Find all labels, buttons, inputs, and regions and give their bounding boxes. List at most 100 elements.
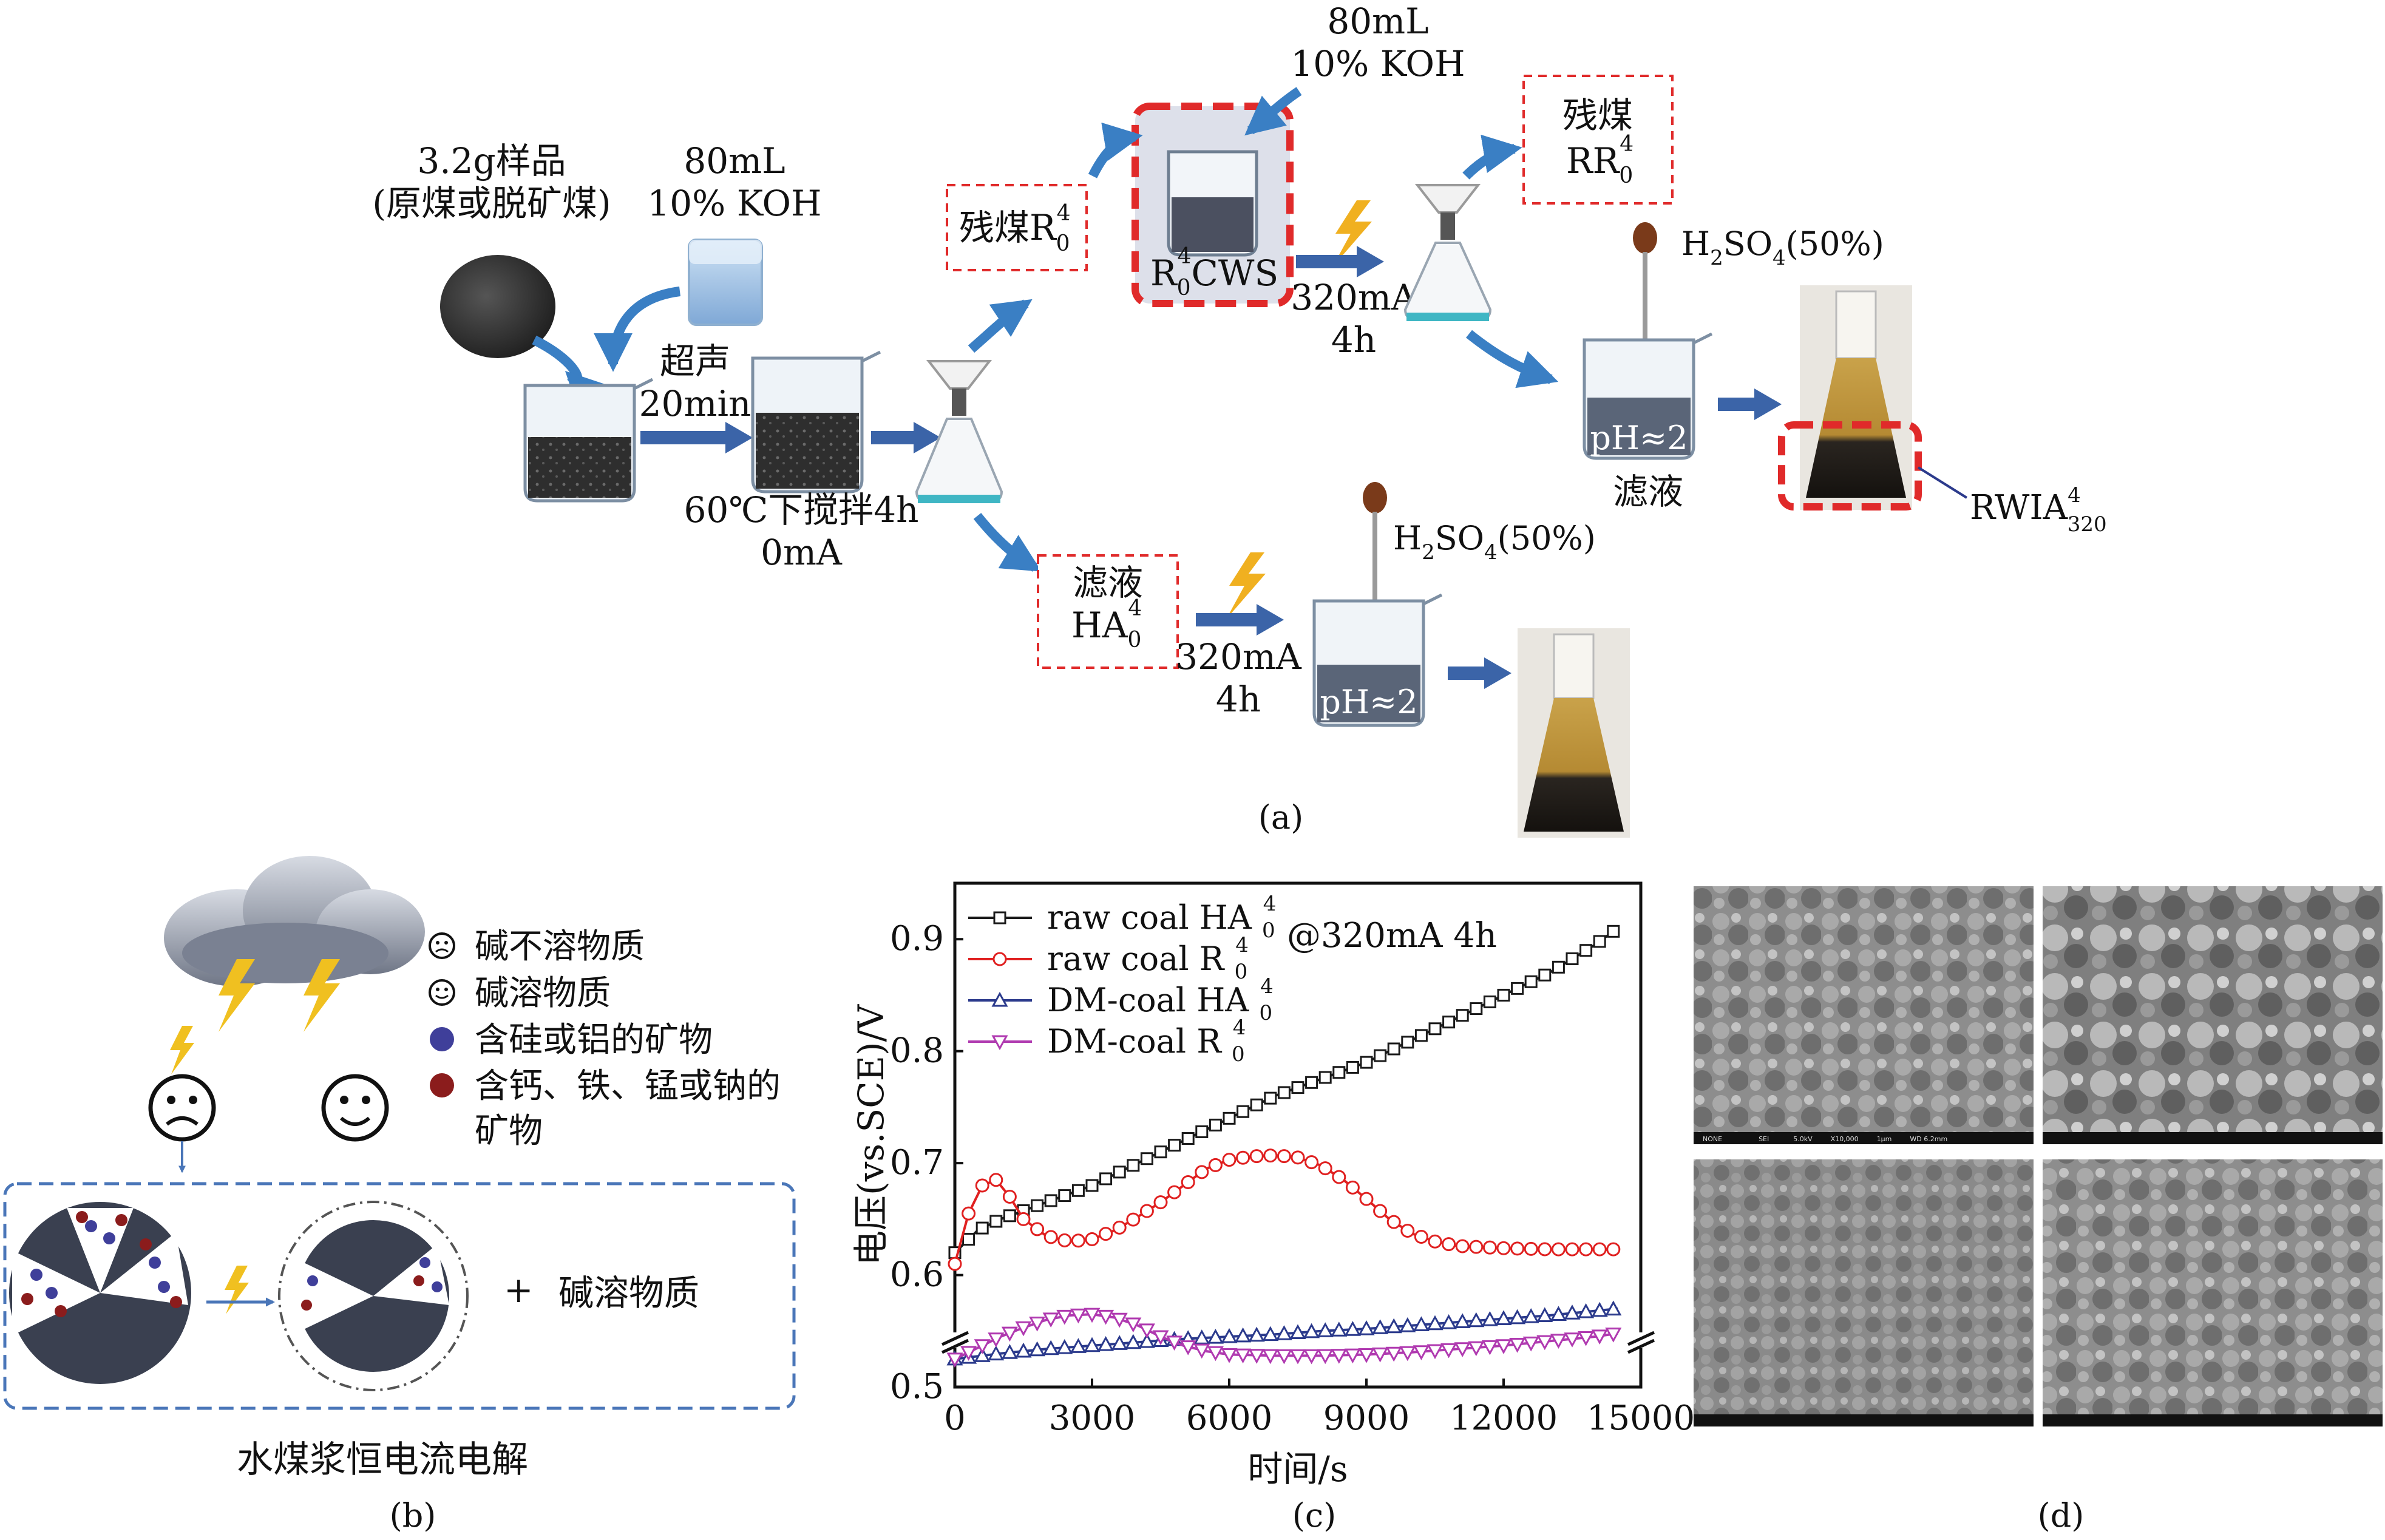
sem-footer-wd: WD 6.2mm [1910,1135,1947,1143]
data-point [1248,1349,1265,1364]
rwia-sup: 4 [2068,483,2081,507]
flow-arrow [1718,398,1757,411]
data-point [1112,1220,1127,1235]
data-point [1414,1229,1428,1244]
data-point [1579,1242,1593,1257]
y-tick-label: 0.7 [890,1143,944,1182]
data-point [1455,1239,1470,1253]
data-point [1317,1349,1334,1365]
flow-arrow [1448,667,1487,680]
data-point [988,1345,1005,1361]
data-point [1400,1224,1415,1238]
data-point [1262,1326,1279,1342]
stir-condition: 60℃下搅拌4h [684,489,919,531]
data-point [1536,1307,1553,1323]
data-point [1153,1195,1168,1210]
ha0-sup: 4 [1128,596,1142,621]
caption-b: (b) [390,1496,436,1535]
svg-text:H2SO4(50%): H2SO4(50%) [1681,225,1884,270]
data-point [946,1352,963,1368]
data-point [1605,1300,1622,1316]
data-point [1385,1318,1402,1334]
data-point [1223,1111,1236,1125]
data-point [1606,1242,1621,1257]
residue-r0-sup: 4 [1057,201,1071,226]
koh-1-volume: 80mL [684,140,785,181]
cws-rest: CWS [1191,253,1278,294]
data-point [1195,1165,1209,1179]
data-point [1236,1150,1250,1165]
data-point [1070,1308,1087,1324]
residue-rr0-main: RR [1566,140,1621,181]
filtrate-top: 滤液 [1613,471,1683,512]
data-point [1358,1348,1375,1363]
data-point [1179,1340,1196,1355]
legend-soluble: 碱溶物质 [475,974,611,1013]
data-point [1001,1326,1018,1342]
data-point [1483,996,1496,1009]
data-point [1042,1340,1059,1355]
h2so4-bottom-so: SO [1435,519,1484,557]
ph-bottom: pH≈2 [1320,683,1417,721]
data-point [1495,1310,1512,1325]
data-point [1166,1335,1183,1351]
data-point [1385,1346,1402,1362]
data-point [1482,1240,1497,1255]
data-point [1029,1317,1046,1332]
data-point [1138,1333,1155,1348]
data-point [1098,1309,1114,1325]
data-point [1221,1348,1238,1363]
svg-text:R04CWS: R04CWS [1150,244,1278,300]
data-point [1511,982,1524,995]
coal-sample-icon [440,255,555,358]
lightning-icon [225,1266,249,1314]
data-point [1399,1317,1416,1332]
data-point [1002,1189,1017,1204]
data-point [1099,1227,1113,1241]
data-point [1428,1234,1442,1249]
residue-r0-box: 残煤R04 [946,184,1088,271]
h2so4-top-4: 4 [1773,246,1786,270]
legend-ca-fe: 含钙、铁、锰或钠的 [475,1067,781,1106]
lightning-icon [170,1026,194,1074]
data-point [1248,1326,1265,1342]
beaker-slurry-1-icon [523,378,654,503]
legend-happy-icon [429,979,455,1006]
data-point [1099,1172,1113,1186]
data-point [1030,1222,1045,1236]
data-point [1111,1335,1128,1350]
data-point [962,1233,975,1246]
data-point [1275,1349,1292,1365]
ha0-sub: 0 [1127,628,1141,653]
data-point [1440,1343,1457,1359]
h2so4-top-h: H [1681,225,1710,263]
ha0-main: HA [1071,605,1128,646]
data-point [1481,1311,1498,1326]
data-point [1071,1184,1085,1197]
data-point [1277,1086,1291,1099]
data-point [1440,1314,1457,1329]
data-point [1468,1312,1485,1328]
data-point [1031,1199,1044,1212]
legend-ca-fe-marker [430,1073,454,1097]
data-point [1331,1349,1348,1364]
h2so4-top-2: 2 [1710,246,1723,270]
data-point [1564,1332,1581,1348]
rwia-main: RWIA [1970,488,2068,527]
data-point [1305,1076,1318,1089]
data-point [1111,1312,1128,1328]
data-point [1332,1066,1346,1079]
data-point [1058,1189,1071,1202]
data-point [1413,1316,1430,1331]
sample-label-line1: 3.2g样品 [417,140,566,181]
data-point [1509,1309,1526,1325]
data-point [1605,1328,1622,1343]
x-tick-label: 15000 [1587,1399,1695,1438]
caption-c: (c) [1292,1496,1336,1535]
h2so4-bottom-h: H [1393,519,1422,557]
data-point [1125,1334,1142,1349]
series-0 [948,924,1620,1260]
data-point [1208,1158,1223,1172]
data-point [1303,1349,1320,1365]
filtrate-ha0-box: 滤液 HA04 [1037,554,1179,669]
